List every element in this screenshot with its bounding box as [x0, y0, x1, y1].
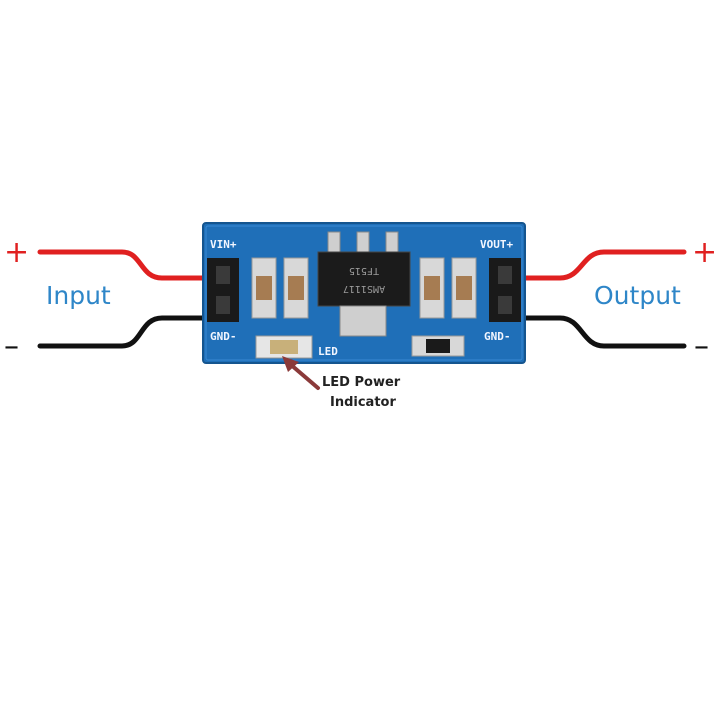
silk-vin: VIN+ — [210, 238, 237, 251]
input-minus-sign: – — [4, 329, 19, 364]
chip-marking-line2: TF515 — [349, 265, 379, 276]
input-pin-top — [216, 266, 230, 284]
silk-gnd-right: GND- — [484, 330, 511, 343]
capacitor-c2 — [283, 257, 309, 319]
capacitor-c3 — [419, 257, 445, 319]
input-positive-wire — [37, 249, 221, 281]
regulator-pin-2 — [356, 231, 370, 255]
regulator-pin-1 — [327, 231, 341, 255]
output-minus-sign: – — [694, 329, 709, 364]
capacitor-c4 — [451, 257, 477, 319]
callout-line-2: Indicator — [330, 395, 396, 410]
chip-marking-line1: AMS1117 — [343, 283, 385, 294]
callout-line-1: LED Power — [322, 375, 401, 390]
output-positive-wire — [497, 249, 687, 281]
regulator-pin-3 — [385, 231, 399, 255]
regulator-tab — [339, 305, 387, 337]
output-pin-bottom — [498, 296, 512, 314]
output-negative-wire — [497, 315, 687, 349]
input-label: Input — [46, 281, 111, 310]
output-label: Output — [594, 281, 681, 310]
regulator-chip — [317, 251, 411, 307]
pcb-highlight — [205, 225, 523, 361]
silk-vout: VOUT+ — [480, 238, 513, 251]
input-pin-bottom — [216, 296, 230, 314]
input-negative-wire — [37, 315, 221, 349]
resistor-r1 — [411, 335, 465, 357]
output-pin-top — [498, 266, 512, 284]
silk-gnd-left: GND- — [210, 330, 237, 343]
silk-led: LED — [318, 345, 338, 358]
callout-arrow — [282, 356, 320, 390]
input-plus-sign: + — [4, 235, 29, 270]
output-plus-sign: + — [692, 235, 717, 270]
led-component — [255, 335, 313, 359]
capacitor-c1 — [251, 257, 277, 319]
